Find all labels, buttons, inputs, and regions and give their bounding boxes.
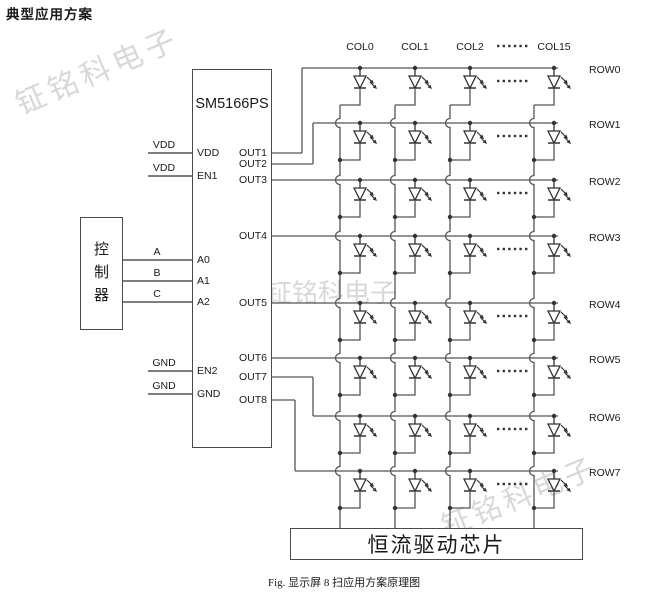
led-symbol: [447, 468, 487, 511]
led-symbol: [531, 120, 571, 163]
led-symbol: [337, 177, 377, 220]
led-symbol: [531, 233, 571, 276]
figure-caption: Fig. 显示屏 8 扫应用方案原理图: [268, 577, 421, 589]
led-symbol: [392, 233, 432, 276]
led-symbol: [337, 233, 377, 276]
row-wires: [272, 67, 558, 472]
controller-box: 控制器: [80, 217, 123, 330]
led-symbol: [337, 355, 377, 398]
led-symbol: [447, 177, 487, 220]
led-symbol: [534, 65, 571, 106]
led-symbol: [531, 468, 571, 511]
led-symbol: [447, 300, 487, 343]
led-symbol: [531, 177, 571, 220]
led-symbol: [392, 355, 432, 398]
led-symbol: [392, 120, 432, 163]
driver-label: 恒流驱动芯片: [367, 533, 506, 557]
led-symbol: [531, 413, 571, 456]
led-symbol: [392, 300, 432, 343]
led-symbol: [340, 65, 377, 106]
led-symbol: [447, 413, 487, 456]
led-symbol: [447, 355, 487, 398]
chip-name: SM5166PS: [195, 96, 269, 112]
led-matrix: [337, 65, 571, 511]
led-symbol: [337, 300, 377, 343]
led-symbol: [531, 355, 571, 398]
page-title: 典型应用方案: [6, 7, 93, 22]
driver-box: 恒流驱动芯片: [290, 528, 583, 560]
led-symbol: [531, 300, 571, 343]
chip-box: [192, 69, 272, 448]
input-wires: [123, 152, 192, 395]
led-symbol: [392, 413, 432, 456]
led-symbol: [392, 468, 432, 511]
led-symbol: [395, 65, 432, 106]
led-symbol: [392, 177, 432, 220]
led-symbol: [450, 65, 487, 106]
led-symbol: [447, 120, 487, 163]
led-symbol: [337, 413, 377, 456]
controller-label: 控制器: [93, 242, 109, 304]
column-buses: [334, 105, 535, 528]
led-symbol: [447, 233, 487, 276]
ellipsis-dots: [497, 44, 528, 486]
led-symbol: [337, 468, 377, 511]
led-symbol: [337, 120, 377, 163]
